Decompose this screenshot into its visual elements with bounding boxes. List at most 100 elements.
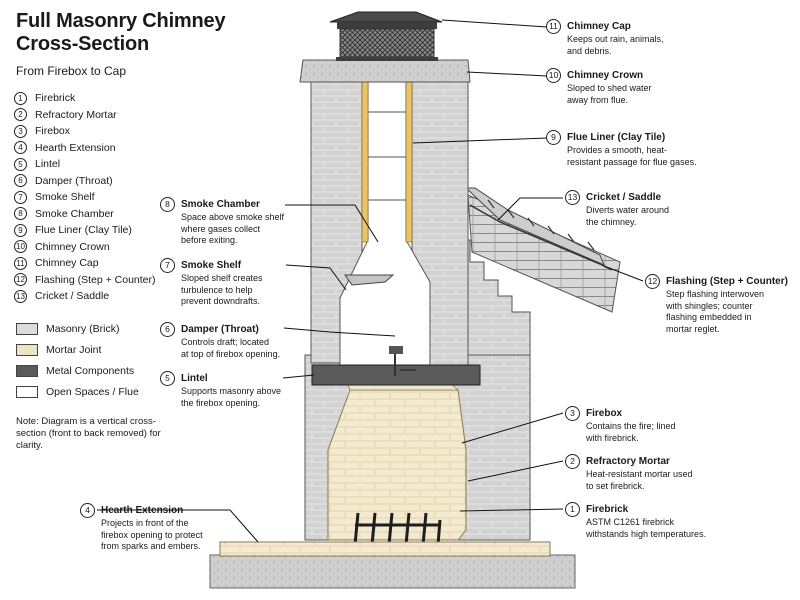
title-line-2: Cross-Section [16, 33, 149, 55]
callout-desc-line: away from flue. [567, 94, 629, 105]
callout-flue-liner: 9 Flue Liner (Clay Tile) Provides a smoot… [546, 130, 697, 168]
metal-swatch [16, 364, 38, 377]
callout-desc-line: at top of firebox opening. [181, 348, 281, 359]
callout-desc-line: Provides a smooth, heat- [567, 145, 668, 155]
callout-number: 13 [565, 190, 580, 205]
legend-number: 7 [14, 190, 27, 204]
callout-desc-line: Keeps out rain, animals, [567, 34, 664, 44]
callout-desc-line: Sloped shelf creates [181, 273, 263, 283]
legend-number: 9 [14, 223, 27, 237]
material-label: Metal Components [46, 364, 135, 377]
legend-label: Lintel [35, 158, 61, 171]
chimney-crown [299, 59, 471, 83]
callout-desc-line: resistant passage for flue gases. [567, 156, 697, 167]
legend-item: 7 Smoke Shelf [14, 189, 156, 206]
callout-desc-line: with shingles; counter [666, 300, 753, 311]
legend-number: 4 [14, 141, 27, 155]
callout-desc-line: mortar reglet. [666, 323, 720, 334]
material-label: Open Spaces / Flue [46, 385, 139, 398]
legend-number: 13 [14, 289, 27, 303]
legend-label: Refractory Mortar [35, 108, 117, 121]
legend-number: 3 [14, 124, 27, 138]
callout-title: Refractory Mortar [586, 455, 670, 467]
material-key-item: Masonry (Brick) [16, 318, 139, 339]
callout-desc-line: where gases collect [181, 223, 261, 234]
legend-item: 1 Firebrick [14, 90, 156, 107]
callout-number: 7 [160, 258, 175, 273]
diagram-note: Note: Diagram is a vertical cross-sectio… [16, 416, 161, 451]
callout-number: 9 [546, 130, 561, 145]
callout-number: 3 [565, 406, 580, 421]
callout-number: 12 [645, 274, 660, 289]
title-line-1: Full Masonry Chimney [16, 10, 226, 32]
callout-desc-line: Heat-resistant mortar used [586, 469, 693, 479]
legend-label: Firebrick [35, 92, 76, 105]
legend-number: 10 [14, 240, 27, 254]
roof [464, 187, 621, 313]
callout-number: 6 [160, 322, 175, 337]
legend-item: 11 Chimney Cap [14, 255, 156, 272]
callout-title: Firebrick [586, 503, 629, 515]
legend-label: Damper (Throat) [35, 174, 113, 187]
damper [389, 346, 416, 376]
material-label: Mortar Joint [46, 343, 102, 356]
callout-desc-line: Controls draft; located [181, 337, 270, 347]
callout-desc-line: before exiting. [181, 235, 238, 245]
fire-grate [353, 512, 442, 546]
callout-number: 10 [546, 68, 561, 83]
legend-number: 2 [14, 108, 27, 122]
firebox [327, 389, 467, 541]
callout-desc-line: Contains the fire; lined [586, 421, 676, 431]
legend-item: 10 Chimney Crown [14, 239, 156, 256]
material-key-item: Mortar Joint [16, 339, 139, 360]
legend-label: Chimney Cap [35, 257, 99, 270]
callout-title: Flue Liner (Clay Tile) [567, 131, 666, 143]
smoke-shelf [344, 274, 395, 286]
cricket-saddle [464, 187, 605, 266]
chimney-cap [329, 11, 443, 61]
legend-label: Smoke Chamber [35, 207, 114, 220]
callout-desc-line: Space above smoke shelf [181, 212, 285, 222]
legend-label: Smoke Shelf [35, 191, 95, 204]
callout-desc-line: ASTM C1261 firebrick [586, 517, 675, 527]
legend-label: Chimney Crown [35, 240, 110, 253]
callout-desc-line: Sloped to shed water [567, 83, 652, 93]
callout-desc-line: and debris. [567, 45, 612, 56]
callout-lintel: 5 Lintel Supports masonry above the fireb… [160, 371, 281, 409]
callout-desc-line: Diverts water around [586, 205, 670, 215]
callout-title: Smoke Chamber [181, 198, 260, 210]
callout-desc-line: Projects in front of the [101, 518, 189, 528]
legend-label: Cricket / Saddle [35, 290, 110, 303]
open-space-swatch [16, 385, 38, 398]
material-key: Masonry (Brick) Mortar Joint Metal Compo… [16, 318, 139, 402]
legend-label: Flashing (Step + Counter) [35, 273, 156, 286]
callout-desc-line: flashing embedded in [666, 312, 752, 322]
callout-title: Chimney Cap [567, 20, 631, 32]
subtitle: From Firebox to Cap [16, 64, 127, 78]
legend-number: 1 [14, 91, 27, 105]
callout-title: Lintel [181, 372, 208, 384]
legend-number: 12 [14, 273, 27, 287]
callout-desc-line: from sparks and embers. [101, 541, 201, 551]
callout-title: Smoke Shelf [181, 259, 242, 271]
callout-desc-line: the firebox opening. [181, 397, 261, 408]
hearth-extension [219, 541, 551, 557]
flue-liner [361, 67, 413, 243]
callout-number: 5 [160, 371, 175, 386]
callout-desc-line: Step flashing interwoven [666, 289, 765, 299]
legend-number: 11 [14, 256, 27, 270]
material-label: Masonry (Brick) [46, 322, 120, 335]
callout-desc-line: Supports masonry above [181, 386, 282, 396]
callout-title: Firebox [586, 407, 623, 419]
masonry-swatch [16, 322, 38, 335]
